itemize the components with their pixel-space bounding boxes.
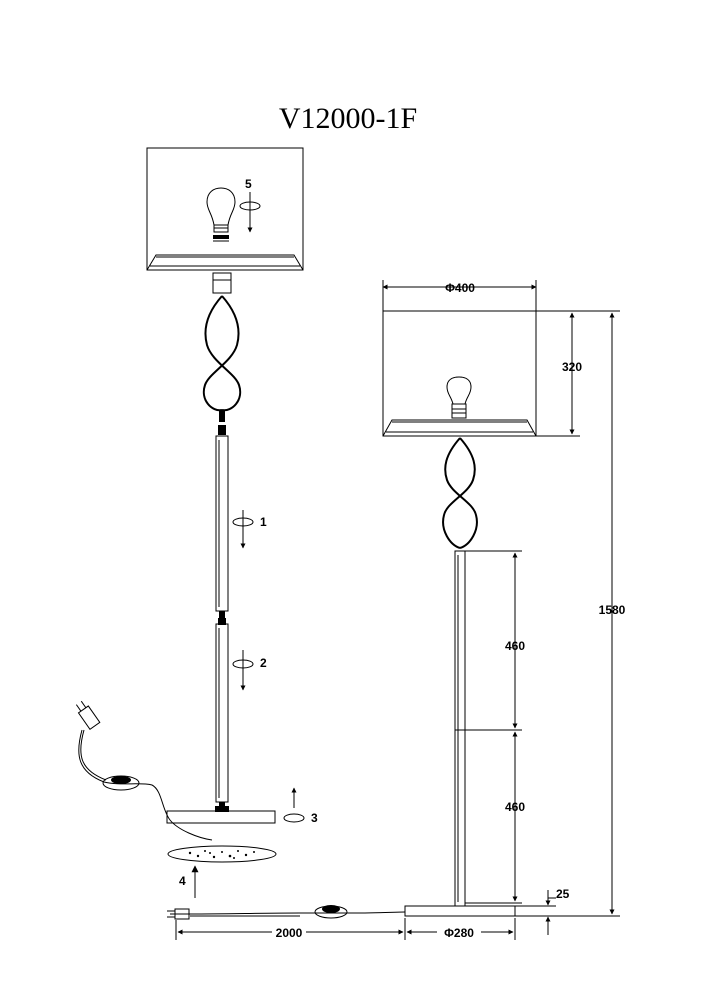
lamp-shade [146, 147, 304, 271]
step-1-label: 1 [260, 515, 267, 529]
step-4-label: 4 [179, 874, 186, 888]
assembled-bulb-icon [446, 376, 472, 419]
assembled-view: Φ400 320 1580 460 460 [167, 280, 626, 940]
step-2-arrow: 2 [232, 650, 267, 691]
step-2-label: 2 [260, 656, 267, 670]
dim-total-height: 1580 [515, 310, 626, 917]
dim-base-height: 25 [515, 887, 570, 935]
dim-shade-height-label: 320 [562, 360, 582, 374]
assembled-twist-ornament [442, 437, 478, 549]
assembled-pole [454, 550, 466, 907]
assembled-foot-switch-icon [314, 905, 348, 919]
dim-total-height-label: 1580 [599, 603, 626, 617]
dim-shade-height: 320 [536, 310, 582, 437]
twist-ornament [202, 295, 242, 422]
step-4-arrow: 4 [179, 865, 199, 898]
upper-pole [215, 425, 229, 619]
dim-pole-lower-label: 460 [505, 800, 525, 814]
dim-pole-upper-label: 460 [505, 639, 525, 653]
dim-shade-diameter: Φ400 [382, 280, 537, 311]
step-5-label: 5 [245, 177, 252, 191]
dim-base-height-label: 25 [556, 887, 570, 901]
base-weight [167, 845, 277, 863]
light-bulb-icon [206, 187, 236, 242]
step-3-arrow: 3 [283, 787, 318, 825]
dim-base-diameter-label: Φ280 [444, 926, 474, 940]
assembled-base [404, 905, 516, 917]
lamp-socket [212, 272, 232, 294]
power-cord [75, 700, 213, 841]
dim-bottom: 2000 Φ280 [175, 918, 516, 940]
base-plate [166, 806, 276, 824]
exploded-view: 5 1 [75, 147, 318, 898]
step-3-label: 3 [311, 811, 318, 825]
assembled-shade [382, 310, 537, 437]
lower-pole [215, 618, 229, 809]
assembled-plug-icon [167, 908, 190, 920]
foot-switch-icon [102, 775, 140, 791]
plug-icon [75, 700, 101, 730]
step-5-arrow: 5 [239, 177, 261, 233]
dim-cord-length-label: 2000 [276, 926, 303, 940]
assembled-cord [167, 905, 406, 920]
dim-shade-diameter-label: Φ400 [445, 281, 475, 295]
dim-pole-sections: 460 460 [465, 550, 525, 904]
step-1-arrow: 1 [232, 510, 267, 549]
diagram-title: V12000-1F [279, 102, 417, 135]
